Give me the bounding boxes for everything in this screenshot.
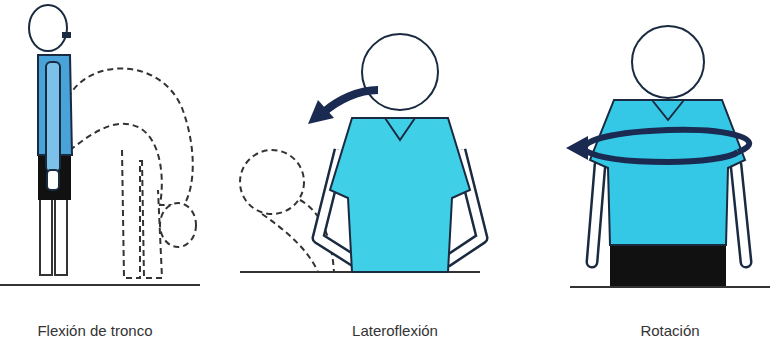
collar (652, 100, 684, 120)
rotation-arrow (584, 130, 749, 152)
nose-mark (62, 32, 71, 38)
hand (47, 170, 59, 190)
arm-outline (592, 165, 600, 262)
ground-line (0, 284, 200, 286)
leg (40, 195, 52, 275)
shorts (610, 242, 726, 286)
flexion-figure (0, 5, 200, 285)
arm (736, 165, 746, 262)
head (29, 5, 67, 51)
ghost-trunk (68, 68, 193, 205)
ground-line (570, 286, 770, 288)
motion-arrow (324, 90, 378, 112)
rotation-figure (566, 26, 770, 287)
shirt (590, 100, 745, 245)
ghost-head (160, 203, 196, 247)
arrow-head (308, 100, 334, 124)
ghost-trunk (262, 214, 318, 272)
arm (46, 62, 60, 172)
head (362, 34, 438, 110)
caption-label: Flexión de tronco (10, 322, 180, 340)
shirt (330, 118, 470, 272)
ghost-head (240, 150, 304, 214)
rotation-arrow (584, 150, 738, 162)
arm (592, 165, 600, 262)
arrow-head (566, 136, 588, 160)
leg (55, 195, 67, 275)
caption-label: Lateroflexión (315, 322, 475, 340)
lateroflexion-figure (240, 34, 482, 272)
collar (385, 118, 415, 140)
arm-outline (736, 165, 746, 262)
head (632, 26, 704, 98)
caption-label: Rotación (600, 322, 740, 340)
ghost-legs (122, 150, 162, 278)
